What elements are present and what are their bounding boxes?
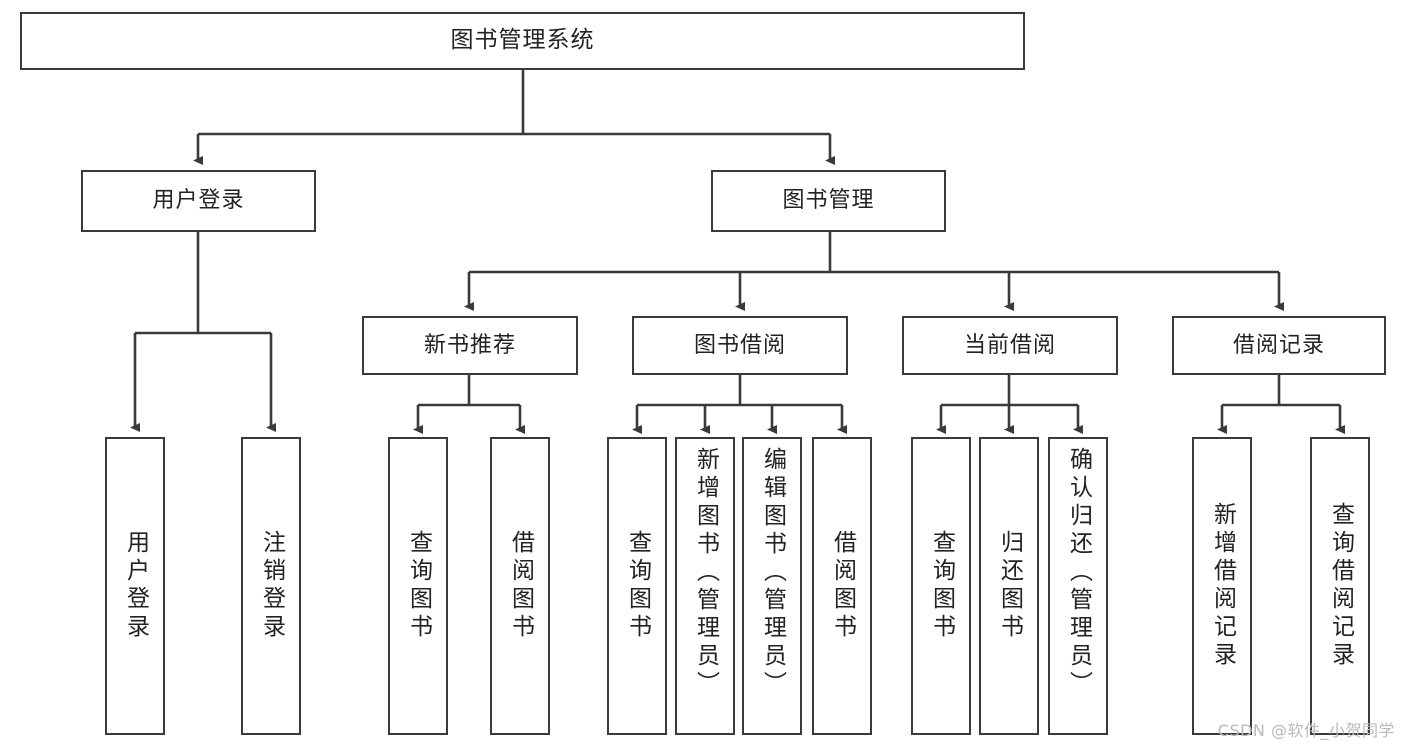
node-root-book-management-system[interactable]: 图书管理系统 [20, 12, 1025, 70]
node-user-login[interactable]: 用户登录 [81, 170, 316, 232]
leaf-new-book-borrow-book[interactable]: 借阅图书 [490, 437, 550, 735]
node-label: 当前借阅 [963, 332, 1056, 358]
leaf-new-book-query-book[interactable]: 查询图书 [388, 437, 448, 735]
leaf-current-borrow-confirm-return-admin[interactable]: 确认归还（管理员） [1048, 437, 1108, 735]
node-label: 借阅图书 [507, 530, 534, 642]
node-borrow-record[interactable]: 借阅记录 [1172, 316, 1386, 375]
node-label: 注销登录 [258, 530, 285, 642]
node-label: 新增图书（管理员） [692, 447, 719, 699]
node-label: 图书借阅 [693, 332, 786, 358]
leaf-book-borrow-query-book[interactable]: 查询图书 [607, 437, 667, 735]
node-label: 借阅记录 [1232, 332, 1325, 358]
node-label: 查询借阅记录 [1327, 502, 1354, 670]
leaf-user-login-login[interactable]: 用户登录 [105, 437, 165, 735]
csdn-watermark: CSDN @软件_小贺同学 [1217, 721, 1395, 740]
node-label: 查询图书 [928, 530, 955, 642]
node-label: 用户登录 [152, 188, 245, 214]
node-label: 图书管理系统 [450, 27, 595, 54]
node-label: 新书推荐 [423, 332, 516, 358]
leaf-current-borrow-return-book[interactable]: 归还图书 [979, 437, 1039, 735]
node-label: 归还图书 [996, 530, 1023, 642]
leaf-borrow-record-query-record[interactable]: 查询借阅记录 [1310, 437, 1370, 735]
leaf-book-borrow-edit-book-admin[interactable]: 编辑图书（管理员） [742, 437, 802, 735]
node-label: 借阅图书 [829, 530, 856, 642]
node-new-book-recommend[interactable]: 新书推荐 [362, 316, 578, 375]
node-label: 确认归还（管理员） [1065, 447, 1092, 699]
leaf-book-borrow-borrow-book[interactable]: 借阅图书 [812, 437, 872, 735]
leaf-book-borrow-add-book-admin[interactable]: 新增图书（管理员） [675, 437, 735, 735]
node-current-borrow[interactable]: 当前借阅 [902, 316, 1118, 375]
leaf-borrow-record-add-record[interactable]: 新增借阅记录 [1192, 437, 1252, 735]
node-label: 新增借阅记录 [1209, 502, 1236, 670]
node-book-borrow[interactable]: 图书借阅 [632, 316, 848, 375]
leaf-user-login-logout[interactable]: 注销登录 [241, 437, 301, 735]
node-label: 图书管理 [782, 188, 875, 214]
node-label: 查询图书 [624, 530, 651, 642]
leaf-current-borrow-query-book[interactable]: 查询图书 [911, 437, 971, 735]
node-book-management[interactable]: 图书管理 [711, 170, 946, 232]
node-label: 用户登录 [122, 530, 149, 642]
node-label: 查询图书 [405, 530, 432, 642]
node-label: 编辑图书（管理员） [759, 447, 786, 699]
